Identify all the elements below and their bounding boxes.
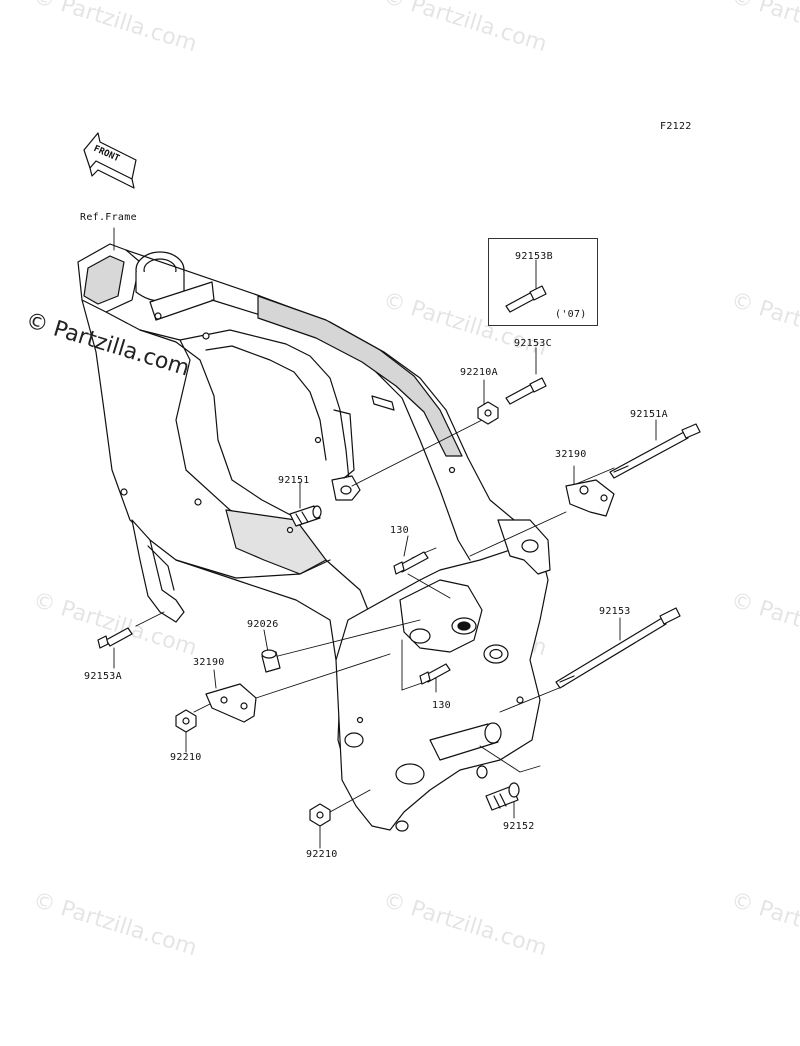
part-label-32190-right[interactable]: 32190 (555, 449, 587, 460)
part-label-92153A[interactable]: 92153A (84, 671, 122, 682)
part-label-92026[interactable]: 92026 (247, 619, 279, 630)
bolt-92153B-icon (505, 285, 547, 313)
front-arrow-icon (83, 132, 137, 189)
stud-92151-icon (289, 505, 322, 527)
part-label-32190-left[interactable]: 32190 (193, 657, 225, 668)
ref-frame-label: Ref.Frame (80, 212, 137, 223)
part-label-92151[interactable]: 92151 (278, 475, 310, 486)
bolt-92153C-icon (505, 377, 547, 405)
bracket-32190-right-icon (565, 479, 615, 517)
part-label-92152[interactable]: 92152 (503, 821, 535, 832)
nut-92210A-icon (477, 401, 499, 425)
part-label-130-top[interactable]: 130 (390, 525, 409, 536)
bolt-92153-icon (555, 607, 681, 689)
bracket-32190-left-icon (205, 683, 257, 723)
part-label-92153B[interactable]: 92153B (515, 251, 553, 262)
bolt-130-bottom-icon (419, 663, 451, 685)
part-label-130-bottom[interactable]: 130 (432, 700, 451, 711)
variant-inset-box: 92153B ('07) (488, 238, 598, 326)
collar-92026-icon (261, 649, 281, 673)
part-label-92151A[interactable]: 92151A (630, 409, 668, 420)
nut-92210-left-icon (175, 709, 197, 733)
bolt-92153A-icon (97, 627, 133, 649)
bolt-92151A-icon (609, 423, 701, 479)
stud-92152-icon (485, 782, 520, 811)
part-label-92210-left[interactable]: 92210 (170, 752, 202, 763)
nut-92210-bottom-icon (309, 803, 331, 827)
part-label-92153[interactable]: 92153 (599, 606, 631, 617)
motorcycle-frame (77, 243, 551, 832)
part-label-92153C[interactable]: 92153C (514, 338, 552, 349)
bolt-130-top-icon (393, 551, 429, 575)
part-label-92210A[interactable]: 92210A (460, 367, 498, 378)
figure-code: F2122 (660, 121, 692, 132)
year-note: ('07) (555, 309, 587, 320)
part-label-92210-bottom[interactable]: 92210 (306, 849, 338, 860)
